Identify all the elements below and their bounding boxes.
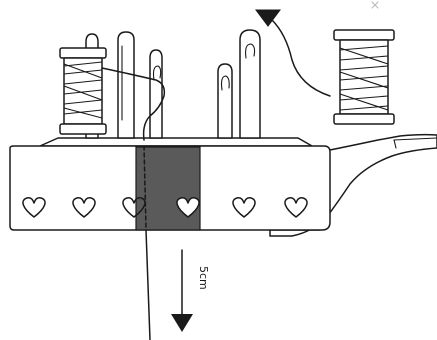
heart-icon bbox=[122, 197, 146, 218]
heart-icon bbox=[176, 197, 200, 218]
loom-icon bbox=[9, 133, 437, 237]
curved-arrow-icon bbox=[255, 9, 331, 97]
heart-icon bbox=[232, 197, 256, 218]
heart-icon bbox=[72, 197, 96, 218]
loom-pegs bbox=[85, 29, 261, 139]
down-arrow-icon bbox=[171, 249, 193, 332]
measurement-label: 5cm bbox=[197, 266, 210, 290]
heart-icon bbox=[22, 197, 46, 218]
thread-spool-icon bbox=[333, 29, 395, 125]
yarn-path bbox=[101, 67, 166, 340]
thread-spool-icon bbox=[59, 47, 107, 135]
heart-icons bbox=[22, 197, 308, 218]
heart-icon bbox=[284, 197, 308, 218]
